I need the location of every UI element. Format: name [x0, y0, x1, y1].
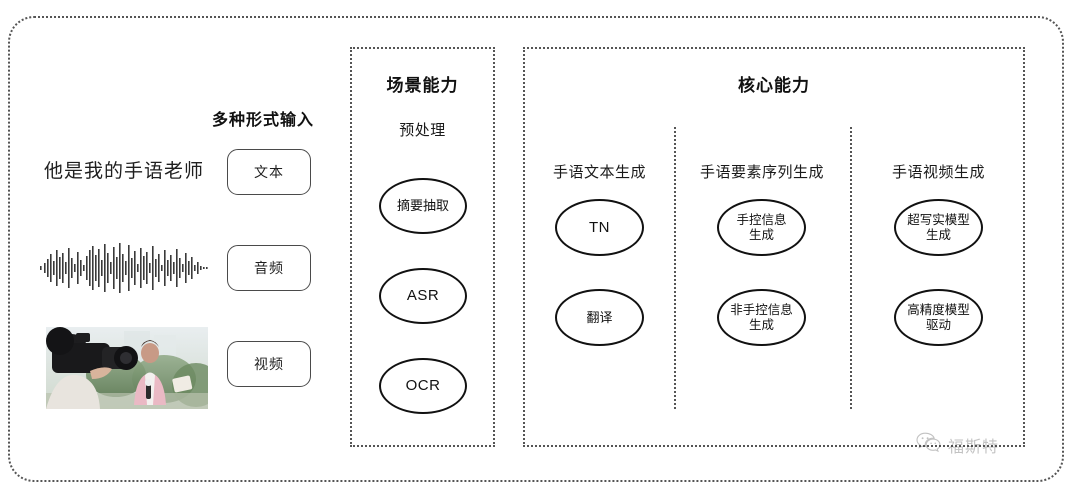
scene-column-title: 预处理: [399, 122, 446, 139]
video-thumbnail-icon: [46, 327, 208, 409]
node-asr[interactable]: ASR: [379, 268, 467, 324]
modality-label: 音频: [254, 260, 284, 276]
scene-panel-title: 场景能力: [386, 76, 459, 95]
core-panel-title: 核心能力: [738, 76, 810, 95]
core-column-title-video-generation: 手语视频生成: [891, 164, 985, 181]
node-ocr[interactable]: OCR: [379, 358, 467, 414]
scene-capability-panel: 场景能力 预处理 摘要抽取 ASR OCR: [350, 47, 495, 447]
diagram-outer-frame: [8, 16, 1064, 482]
core-column-separator: [850, 127, 852, 409]
core-capability-panel: 核心能力 手语文本生成 TN 翻译 手语要素序列生成 手控信息 生成 非手控信息…: [523, 47, 1025, 447]
node-label: 摘要抽取: [396, 198, 449, 214]
node-label: ASR: [406, 287, 440, 305]
node-hyperrealistic-model-generation[interactable]: 超写实模型 生成: [894, 199, 983, 256]
watermark-text: 福斯特: [948, 438, 1000, 456]
modality-label: 文本: [254, 164, 284, 180]
node-abstract-extraction[interactable]: 摘要抽取: [379, 178, 467, 234]
node-label: 高精度模型 驱动: [907, 302, 970, 332]
modality-button-video[interactable]: 视频: [227, 341, 311, 387]
node-translation[interactable]: 翻译: [555, 289, 644, 346]
node-label: 手控信息 生成: [736, 212, 787, 242]
node-high-precision-model-driving[interactable]: 高精度模型 驱动: [894, 289, 983, 346]
core-column-title-text-generation: 手语文本生成: [552, 164, 646, 181]
wechat-icon: [916, 432, 942, 457]
node-label: TN: [589, 218, 610, 236]
modality-button-text[interactable]: 文本: [227, 149, 311, 195]
waveform-icon: [38, 240, 210, 296]
node-label: OCR: [405, 377, 441, 395]
modality-button-audio[interactable]: 音频: [227, 245, 311, 291]
watermark: 福斯特: [916, 432, 999, 457]
sample-sentence-text: 他是我的手语老师: [44, 161, 205, 182]
node-manual-feature-generation[interactable]: 手控信息 生成: [717, 199, 806, 256]
modality-label: 视频: [254, 356, 284, 372]
core-column-separator: [674, 127, 676, 409]
input-section-heading: 多种形式输入: [212, 112, 315, 129]
node-label: 非手控信息 生成: [730, 302, 793, 332]
core-column-title-element-sequence-generation: 手语要素序列生成: [699, 164, 824, 181]
node-non-manual-feature-generation[interactable]: 非手控信息 生成: [717, 289, 806, 346]
node-tn[interactable]: TN: [555, 199, 644, 256]
node-label: 超写实模型 生成: [907, 212, 970, 242]
node-label: 翻译: [586, 309, 613, 325]
